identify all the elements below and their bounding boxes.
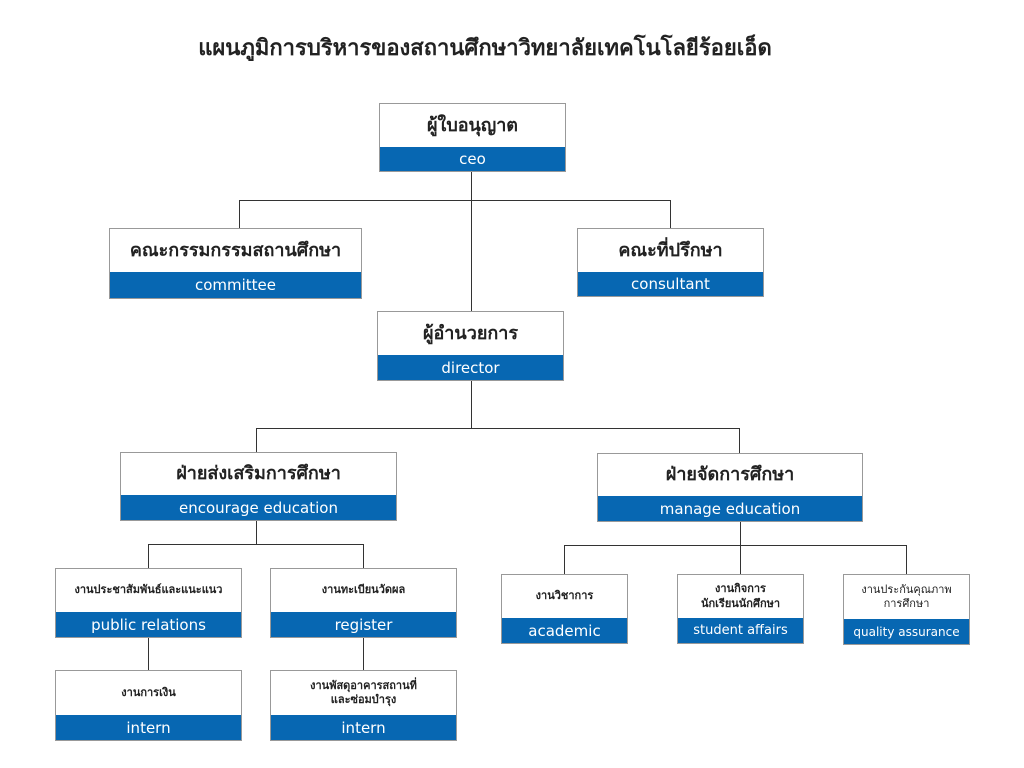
connector	[239, 200, 240, 228]
connector	[148, 544, 149, 568]
connector	[906, 545, 907, 574]
node-manage-education: ฝ่ายจัดการศึกษา manage education	[597, 453, 863, 522]
node-encourage-education: ฝ่ายส่งเสริมการศึกษา encourage education	[120, 452, 397, 521]
node-public-relations: งานประชาสัมพันธ์และแนะแนว public relatio…	[55, 568, 242, 638]
node-english-label: register	[271, 612, 456, 637]
connector	[363, 637, 364, 670]
node-english-label: quality assurance	[844, 619, 969, 644]
node-english-label: consultant	[578, 272, 763, 296]
connector	[740, 545, 741, 574]
node-thai-label: ผู้อำนวยการ	[422, 322, 519, 344]
node-thai-label: งานประชาสัมพันธ์และแนะแนว	[74, 583, 223, 597]
node-consultant: คณะที่ปรึกษา consultant	[577, 228, 764, 297]
node-committee: คณะกรรมกรรมสถานศึกษา committee	[109, 228, 362, 299]
node-ceo: ผู้ใบอนุญาต ceo	[379, 103, 566, 172]
node-english-label: intern	[271, 715, 456, 740]
connector	[564, 545, 907, 546]
connector	[564, 545, 565, 574]
connector	[256, 520, 257, 544]
node-quality-assurance: งานประกันคุณภาพ การศึกษา quality assuran…	[843, 574, 970, 645]
node-english-label: student affairs	[678, 618, 803, 643]
node-thai-label: งานประกันคุณภาพ การศึกษา	[861, 582, 952, 610]
node-finance: งานการเงิน intern	[55, 670, 242, 741]
node-english-label: ceo	[380, 147, 565, 171]
connector	[256, 428, 257, 452]
connector	[471, 171, 472, 311]
node-english-label: intern	[56, 715, 241, 740]
node-english-label: academic	[502, 618, 627, 643]
node-thai-label: งานการเงิน	[121, 685, 176, 699]
node-register: งานทะเบียนวัดผล register	[270, 568, 457, 638]
node-thai-label: คณะที่ปรึกษา	[618, 239, 723, 261]
node-thai-label: งานกิจการ นักเรียนนักศึกษา	[700, 582, 781, 610]
chart-title: แผนภูมิการบริหารของสถานศึกษาวิทยาลัยเทคโ…	[198, 36, 772, 61]
node-director: ผู้อำนวยการ director	[377, 311, 564, 381]
node-english-label: committee	[110, 272, 361, 298]
node-english-label: director	[378, 355, 563, 380]
connector	[739, 428, 740, 453]
connector	[148, 544, 364, 545]
connector	[363, 544, 364, 568]
node-thai-label: งานวิชาการ	[535, 589, 594, 603]
connector	[256, 428, 740, 429]
node-english-label: public relations	[56, 612, 241, 637]
node-thai-label: ฝ่ายส่งเสริมการศึกษา	[176, 463, 341, 485]
node-english-label: encourage education	[121, 495, 396, 520]
node-english-label: manage education	[598, 496, 862, 521]
connector	[670, 200, 671, 228]
node-thai-label: คณะกรรมกรรมสถานศึกษา	[129, 239, 342, 261]
node-thai-label: ฝ่ายจัดการศึกษา	[665, 464, 795, 486]
connector	[239, 200, 671, 201]
node-thai-label: งานทะเบียนวัดผล	[321, 583, 406, 597]
node-thai-label: ผู้ใบอนุญาต	[426, 114, 518, 136]
node-student-affairs: งานกิจการ นักเรียนนักศึกษา student affai…	[677, 574, 804, 644]
connector	[148, 637, 149, 670]
connector	[740, 521, 741, 545]
node-academic: งานวิชาการ academic	[501, 574, 628, 644]
connector	[471, 380, 472, 428]
node-thai-label: งานพัสดุอาคารสถานที่ และซ่อมบำรุง	[310, 678, 417, 706]
node-supplies: งานพัสดุอาคารสถานที่ และซ่อมบำรุง intern	[270, 670, 457, 741]
